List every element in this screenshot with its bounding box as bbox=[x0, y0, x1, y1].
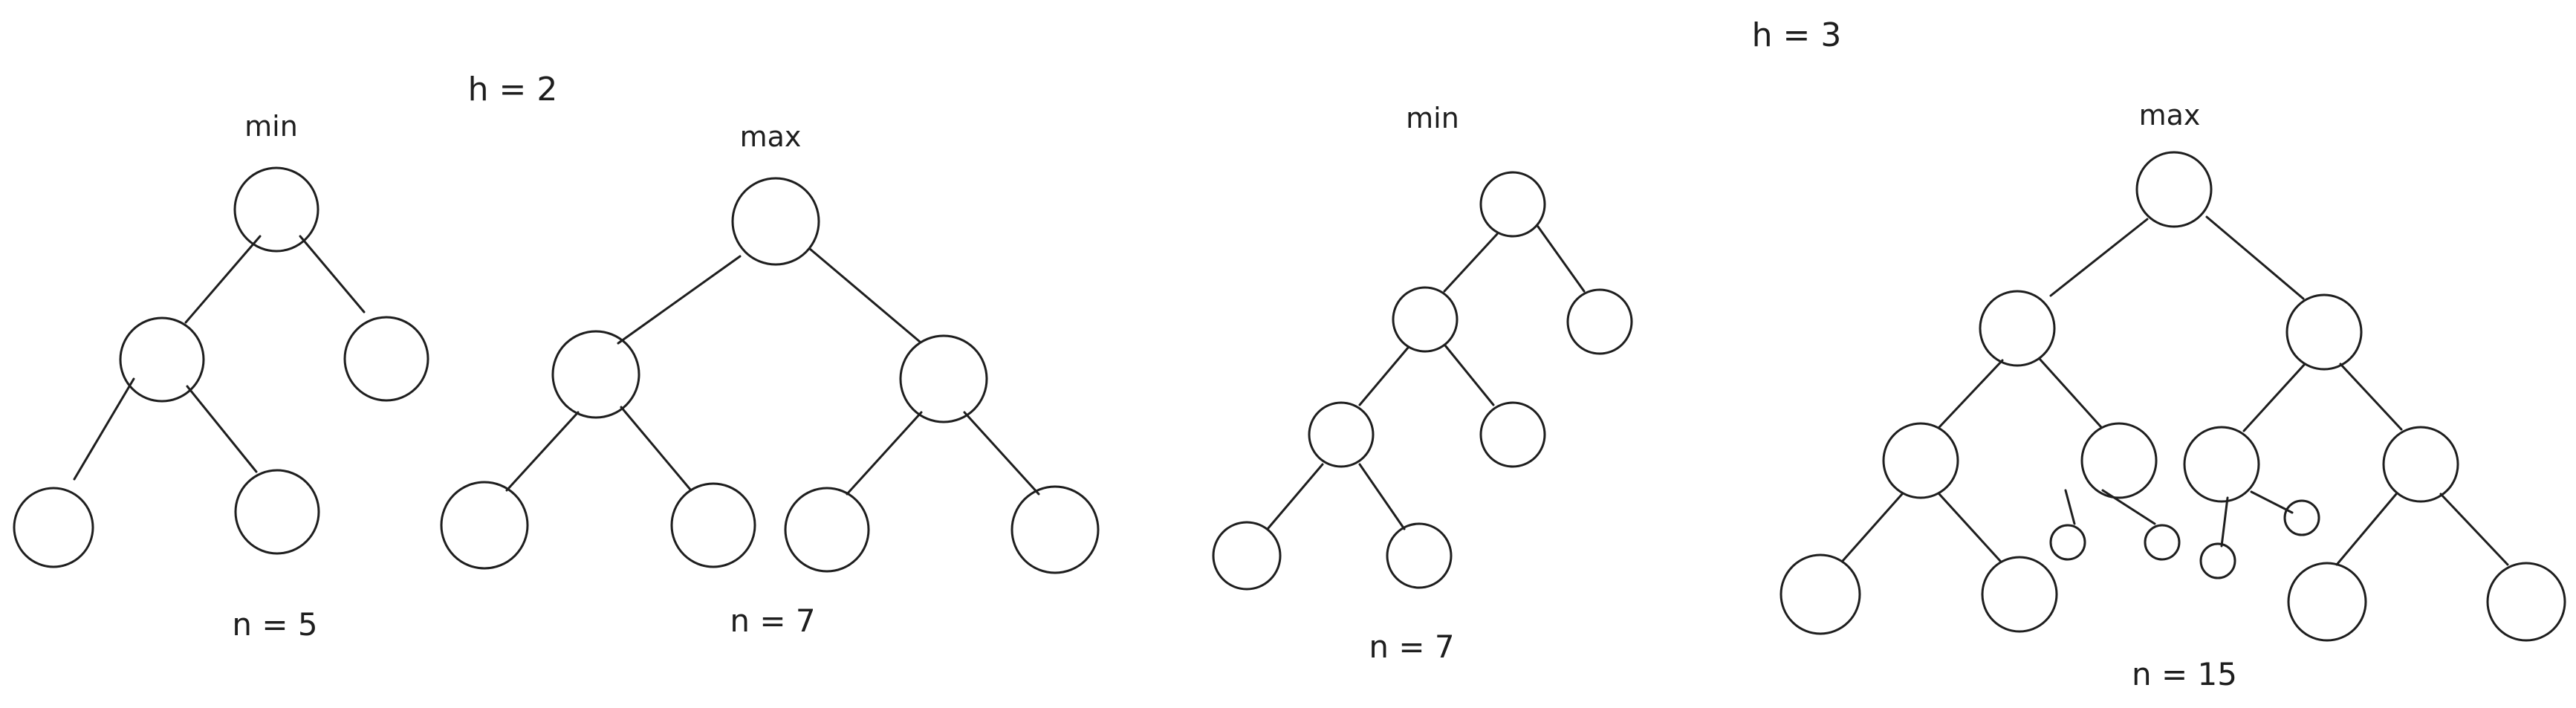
tree-edge bbox=[1358, 463, 1406, 530]
tree-edge bbox=[2339, 363, 2403, 431]
tree-node-small bbox=[2144, 524, 2181, 561]
tree-edge bbox=[2250, 490, 2294, 514]
tree-edge bbox=[1443, 233, 1499, 293]
tree-kind-label: max bbox=[2139, 99, 2201, 131]
tree-count-label: n = 7 bbox=[730, 603, 815, 639]
tree-kind-label: min bbox=[1406, 102, 1459, 134]
tree-node bbox=[1010, 485, 1100, 574]
tree-node-small bbox=[2049, 524, 2086, 561]
tree-edge bbox=[963, 411, 1040, 496]
tree-node bbox=[2287, 562, 2367, 642]
tree-node bbox=[731, 177, 820, 266]
tree-edge bbox=[1266, 463, 1324, 530]
group-h3: h = 3 min n = 7 max bbox=[1212, 16, 2566, 692]
tree-edge bbox=[1358, 346, 1409, 406]
tree-edge bbox=[846, 411, 923, 496]
tree-edge bbox=[1537, 225, 1586, 293]
tree-node bbox=[234, 469, 320, 555]
tree-node bbox=[784, 487, 870, 573]
group-h2: h = 2 min n = 5 max bbox=[13, 71, 1100, 643]
tree-max-h2: max n = 7 bbox=[440, 120, 1100, 639]
tree-node-small bbox=[2283, 499, 2320, 536]
tree-node bbox=[343, 316, 429, 402]
tree-node bbox=[551, 330, 640, 419]
height-label-h3: h = 3 bbox=[1752, 16, 1842, 54]
tree-edge bbox=[186, 385, 258, 473]
tree-node bbox=[1479, 401, 1546, 468]
tree-edge bbox=[1841, 493, 1904, 562]
tree-node bbox=[670, 482, 756, 568]
tree-node bbox=[1779, 553, 1861, 635]
tree-kind-label: min bbox=[244, 110, 298, 143]
tree-node bbox=[1308, 401, 1375, 468]
tree-min-h2: min n = 5 bbox=[13, 110, 429, 643]
tree-edge bbox=[2439, 493, 2509, 566]
tree-edge bbox=[620, 406, 692, 492]
tree-edge bbox=[73, 377, 135, 481]
tree-edge bbox=[2335, 493, 2398, 566]
tree-node bbox=[1882, 422, 1959, 499]
tree-node bbox=[1979, 290, 2056, 367]
tree-node bbox=[119, 316, 205, 403]
tree-edge bbox=[2242, 363, 2306, 432]
tree-count-label: n = 7 bbox=[1369, 629, 1454, 665]
tree-node bbox=[899, 334, 988, 423]
tree-node bbox=[1566, 288, 1633, 355]
tree-node bbox=[1479, 171, 1546, 238]
tree-node bbox=[1386, 522, 1453, 589]
tree-max-h3: max bbox=[1779, 99, 2566, 692]
tree-count-label: n = 15 bbox=[2132, 656, 2237, 692]
tree-min-h3: min n = 7 bbox=[1212, 102, 1633, 665]
tree-kind-label: max bbox=[740, 120, 802, 153]
tree-edge bbox=[2038, 357, 2103, 429]
tree-edge bbox=[299, 235, 366, 314]
tree-node bbox=[2382, 426, 2459, 503]
tree-edge bbox=[2220, 496, 2229, 548]
tree-edge bbox=[1938, 493, 2002, 562]
tree-edge bbox=[184, 235, 262, 324]
tree-node bbox=[1392, 286, 1459, 353]
tree-node bbox=[440, 481, 529, 570]
tree-edge bbox=[2064, 489, 2076, 525]
tree-count-label: n = 5 bbox=[232, 606, 317, 643]
tree-edge bbox=[505, 411, 580, 492]
tree-edge bbox=[617, 255, 742, 345]
tree-edge bbox=[808, 247, 921, 343]
tree-edge bbox=[1444, 344, 1495, 406]
tree-node bbox=[2285, 293, 2363, 371]
tree-edge bbox=[2049, 218, 2149, 297]
tree-node bbox=[2183, 426, 2260, 503]
tree-node bbox=[1212, 521, 1282, 591]
tree-edge bbox=[2205, 215, 2305, 300]
tree-node bbox=[2080, 422, 2158, 499]
tree-node bbox=[2135, 151, 2213, 228]
tree-node-small bbox=[2199, 542, 2236, 579]
tree-node bbox=[233, 166, 319, 253]
height-label-h2: h = 2 bbox=[468, 71, 558, 108]
tree-node bbox=[1981, 556, 2058, 633]
tree-node bbox=[2486, 562, 2566, 642]
tree-edge bbox=[1938, 359, 2004, 429]
tree-node bbox=[13, 487, 94, 568]
